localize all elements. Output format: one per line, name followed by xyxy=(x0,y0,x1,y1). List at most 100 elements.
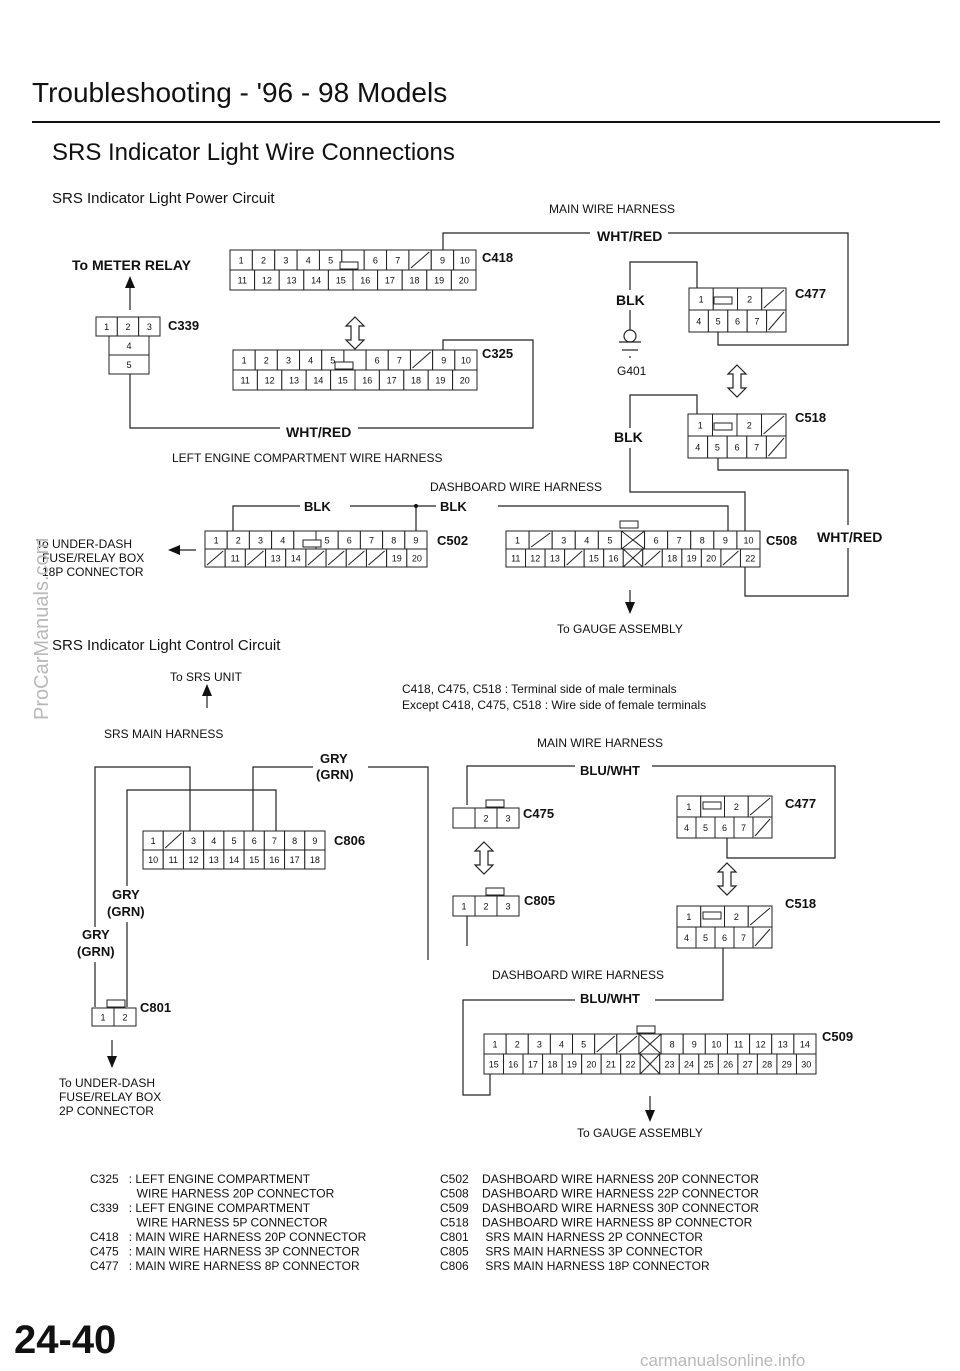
wire xyxy=(358,339,534,429)
pin-number: 1 xyxy=(239,256,244,266)
wire xyxy=(717,452,849,525)
connector-cell xyxy=(406,548,428,568)
wire xyxy=(744,548,849,597)
pin-number: 8 xyxy=(292,836,297,846)
blank-cavity xyxy=(621,530,645,550)
blank-cavity xyxy=(410,251,430,269)
pin-number: 12 xyxy=(262,276,272,286)
wire xyxy=(629,394,698,428)
lock-tab xyxy=(106,999,126,1008)
connector-label: C518 xyxy=(785,896,816,911)
pin-number: 6 xyxy=(373,256,378,266)
pin-number: 19 xyxy=(435,376,445,386)
connector-cell xyxy=(739,548,761,568)
wire-wht-red-label: WHT/RED xyxy=(597,228,662,244)
pin-number: 5 xyxy=(716,317,721,327)
to-under-dash-label: FUSE/RELAY BOX xyxy=(59,1090,161,1104)
pin-number: 6 xyxy=(347,536,352,546)
pin-number: 2 xyxy=(734,912,739,922)
arrow-down-icon xyxy=(645,1096,655,1122)
pin-number: 3 xyxy=(537,1040,542,1050)
wire xyxy=(126,789,277,886)
lock-tab xyxy=(713,296,733,305)
blank-cavity xyxy=(754,928,771,947)
pin-number: 16 xyxy=(362,376,372,386)
connector-cell xyxy=(113,1007,137,1027)
wire xyxy=(629,448,746,532)
pin-number: 14 xyxy=(229,855,239,865)
wire-blu-wht-label: BLU/WHT xyxy=(580,763,640,778)
to-under-dash-label: FUSE/RELAY BOX xyxy=(42,551,144,565)
splice-dot xyxy=(414,504,418,508)
pin-number: 2 xyxy=(261,256,266,266)
to-under-dash-label: To UNDER-DASH xyxy=(59,1076,155,1090)
pin-number: 10 xyxy=(743,536,753,546)
watermark: carmanualsonline.info xyxy=(640,1351,805,1370)
legend-item: WIRE HARNESS 20P CONNECTOR xyxy=(90,1187,335,1201)
pin-number: 28 xyxy=(762,1060,772,1070)
pin-number: 12 xyxy=(189,855,199,865)
pin-number: 13 xyxy=(209,855,219,865)
pin-number: 4 xyxy=(308,356,313,366)
pin-number: 1 xyxy=(100,1013,105,1023)
pin-number: 12 xyxy=(530,554,540,564)
arrow-up-icon xyxy=(125,276,135,310)
pin-number: 10 xyxy=(460,256,470,266)
wire-gry-label: GRY xyxy=(320,751,348,766)
connector-label: C418 xyxy=(482,250,513,265)
wire-blu-wht-label: BLU/WHT xyxy=(580,991,640,1006)
blank-cavity xyxy=(622,548,644,568)
to-meter-relay-label: To METER RELAY xyxy=(72,257,192,273)
pin-number: 6 xyxy=(722,933,727,943)
connector-cell xyxy=(496,807,520,829)
pin-number: 7 xyxy=(272,836,277,846)
wire-gry-label: GRY xyxy=(112,887,140,902)
pin-number: 10 xyxy=(148,855,158,865)
legend-item: C805 SRS MAIN HARNESS 3P CONNECTOR xyxy=(440,1245,703,1259)
pin-number: 16 xyxy=(608,554,618,564)
pin-number: 2 xyxy=(483,902,488,912)
pin-number: 5 xyxy=(715,443,720,453)
dashboard-harness-label: DASHBOARD WIRE HARNESS xyxy=(492,968,664,982)
arrow-up-icon xyxy=(202,684,212,708)
pin-number: 1 xyxy=(515,536,520,546)
section-title: SRS Indicator Light Wire Connections xyxy=(52,139,455,166)
pin-number: 11 xyxy=(231,554,240,564)
legend-item: C339 : LEFT ENGINE COMPARTMENT xyxy=(90,1201,311,1215)
pin-number: 5 xyxy=(325,536,330,546)
pin-number: 11 xyxy=(238,276,247,286)
pin-number: 5 xyxy=(328,256,333,266)
lock-tab xyxy=(619,520,639,529)
connector-label: C805 xyxy=(524,893,555,908)
wire xyxy=(498,505,729,533)
blank-cavity xyxy=(763,289,785,309)
pin-number: 2 xyxy=(483,814,488,824)
pin-number: 2 xyxy=(122,1013,127,1023)
pin-number: 17 xyxy=(387,376,397,386)
wire xyxy=(668,232,849,346)
pin-number: 1 xyxy=(493,1040,498,1050)
wire xyxy=(652,765,836,859)
pin-number: 18 xyxy=(547,1060,557,1070)
pin-number: 1 xyxy=(461,902,466,912)
pin-number: 3 xyxy=(286,356,291,366)
terminal-note: C418, C475, C518 : Terminal side of male… xyxy=(402,682,677,696)
pin-number: 25 xyxy=(704,1060,714,1070)
pin-number: 18 xyxy=(409,276,419,286)
pin-number: 10 xyxy=(461,356,471,366)
connector-cell xyxy=(795,1053,817,1075)
pin-number: 24 xyxy=(684,1060,694,1070)
pin-number: 15 xyxy=(589,554,599,564)
pin-number: 19 xyxy=(434,276,444,286)
pin-number: 3 xyxy=(505,814,510,824)
wire xyxy=(129,366,280,429)
